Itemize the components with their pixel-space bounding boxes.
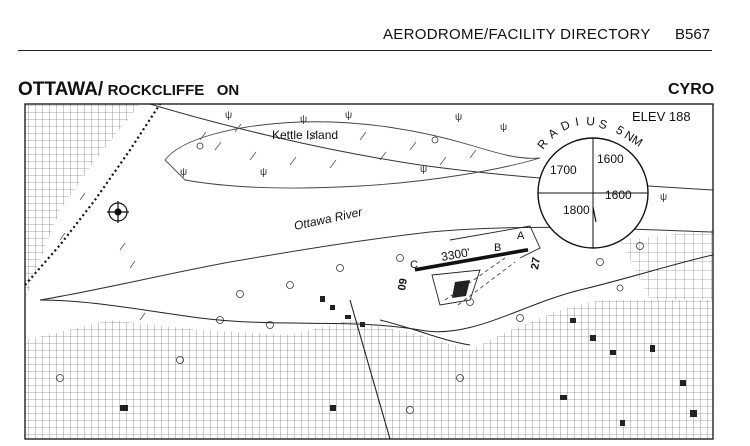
province-code: ON xyxy=(216,82,240,99)
aerodrome-name: ROCKCLIFFE xyxy=(107,82,205,99)
radius-letter-d: D xyxy=(559,117,573,133)
marsh-marks xyxy=(59,123,477,321)
taxiway-diagonal xyxy=(444,257,516,306)
runway-end-west: 09 xyxy=(396,277,410,291)
runway-end-east: 27 xyxy=(529,256,543,270)
page-number: B567 xyxy=(675,26,711,43)
svg-text:ψ: ψ xyxy=(300,114,307,125)
radius-letter-s: S xyxy=(597,117,609,133)
svg-text:ψ: ψ xyxy=(180,167,187,178)
vor-symbol xyxy=(107,201,129,223)
sector-se: 1600 xyxy=(605,188,632,202)
railway-line-2 xyxy=(379,319,471,346)
radius-letter-a: A xyxy=(545,125,560,141)
svg-text:ψ: ψ xyxy=(420,164,427,175)
sector-nw: 1700 xyxy=(550,163,577,177)
svg-text:ψ: ψ xyxy=(260,167,267,178)
urban-grid-sw xyxy=(25,300,713,439)
urban-grid-ne xyxy=(620,230,713,300)
building-blocks xyxy=(120,296,697,426)
sector-sw: 1800 xyxy=(563,203,590,217)
sector-ne: 1600 xyxy=(597,152,624,166)
radius-letter-r: R xyxy=(534,136,551,152)
runway-length: 3300' xyxy=(440,245,471,264)
river-label: Ottawa River xyxy=(293,205,365,233)
taxiway-a-label: A xyxy=(517,230,525,242)
city-name: OTTAWA xyxy=(18,79,98,100)
section-title: AERODROME/FACILITY DIRECTORY xyxy=(383,26,651,43)
taxiway-b-label: B xyxy=(494,242,501,254)
elevation-label: ELEV 188 xyxy=(632,109,691,124)
vegetation-symbols: ψ ψ ψ ψ ψ ψ ψ ψ ψ xyxy=(180,110,667,203)
aerodrome-title: OTTAWA/ ROCKCLIFFE ON xyxy=(18,79,239,101)
title-separator: / xyxy=(97,79,104,100)
runway xyxy=(414,225,541,273)
svg-text:ψ: ψ xyxy=(345,110,352,121)
urban-grid-nw xyxy=(25,104,140,300)
svg-text:ψ: ψ xyxy=(225,110,232,121)
kettle-island-label: Kettle Island xyxy=(272,128,338,142)
boundary-dotted xyxy=(25,104,161,286)
svg-text:ψ: ψ xyxy=(660,192,667,203)
radius-letter-i: I xyxy=(574,115,580,129)
header-rule xyxy=(18,50,712,51)
aerodrome-identifier: CYRO xyxy=(668,81,715,98)
aerodrome-hangar xyxy=(452,280,470,298)
svg-text:ψ: ψ xyxy=(500,122,507,133)
taxiway-c-label: C xyxy=(410,259,418,271)
radius-letter-u: U xyxy=(586,114,596,129)
radius-circle xyxy=(537,137,649,249)
road-diagonal xyxy=(349,299,391,439)
svg-text:ψ: ψ xyxy=(455,112,462,123)
map-frame xyxy=(24,103,714,440)
railway-line xyxy=(39,254,713,333)
kettle-island-outline xyxy=(164,121,541,189)
